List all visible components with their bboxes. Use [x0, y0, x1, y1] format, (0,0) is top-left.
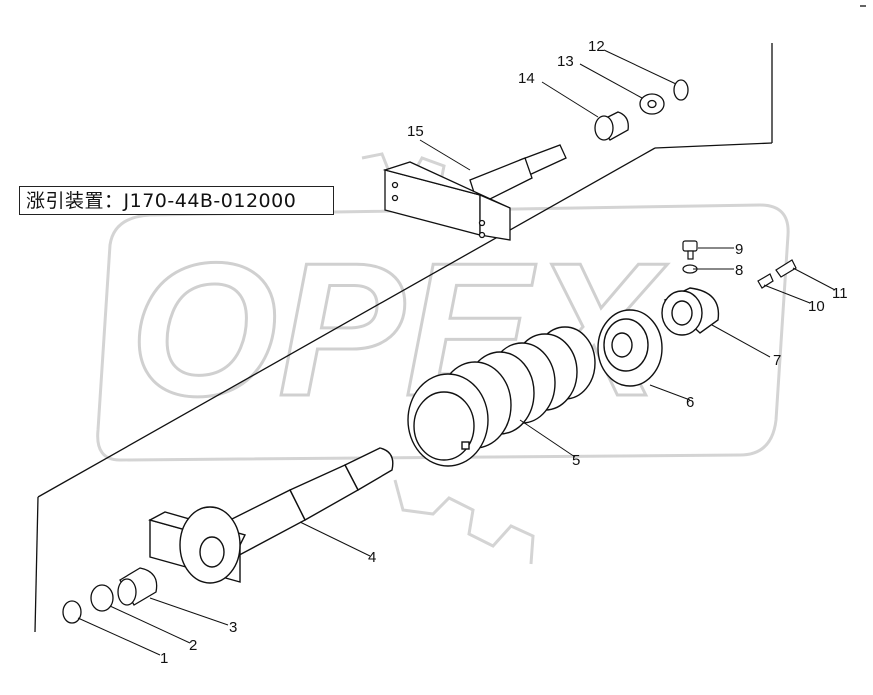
- part-13-washer: [639, 93, 665, 115]
- part-label-8: 8: [735, 262, 743, 279]
- part-label-5: 5: [572, 452, 580, 469]
- part-label-3: 3: [229, 619, 237, 636]
- panel-outline: [34, 5, 866, 633]
- part-12-snap-ring: [673, 79, 689, 101]
- part-label-10: 10: [808, 298, 825, 315]
- part-9-bolt: [682, 240, 698, 260]
- part-label-13: 13: [557, 53, 574, 70]
- part-label-1: 1: [160, 650, 168, 667]
- part-label-4: 4: [368, 549, 376, 566]
- part-label-15: 15: [407, 123, 424, 140]
- part-label-9: 9: [735, 241, 743, 258]
- part-label-2: 2: [189, 637, 197, 654]
- leader-lines: [77, 49, 836, 656]
- part-4-adjuster-rod: [148, 447, 394, 584]
- part-label-14: 14: [518, 70, 535, 87]
- part-7-collar: [661, 287, 720, 336]
- part-label-11: 11: [832, 285, 848, 302]
- part-label-7: 7: [773, 352, 781, 369]
- watermark-text: OPEX: [130, 224, 668, 436]
- part-5-recoil-spring: [407, 326, 596, 467]
- part-2-ring: [90, 584, 114, 612]
- assembly-title: 涨引装置：J170-44B-012000: [19, 186, 334, 215]
- part-10-11-fittings: [757, 259, 797, 289]
- part-14-bushing: [594, 111, 629, 141]
- part-1-o-ring: [62, 600, 82, 624]
- part-label-6: 6: [686, 394, 694, 411]
- part-6-spring-seat: [597, 309, 663, 387]
- part-15-yoke: [382, 144, 567, 241]
- part-number-labels: 1 2 3 4 5 6 7 8 9 10 11 12 13 14 15: [160, 38, 848, 667]
- part-3-bushing: [117, 567, 158, 606]
- watermark: OPEX: [96, 152, 790, 565]
- part-label-12: 12: [588, 38, 605, 55]
